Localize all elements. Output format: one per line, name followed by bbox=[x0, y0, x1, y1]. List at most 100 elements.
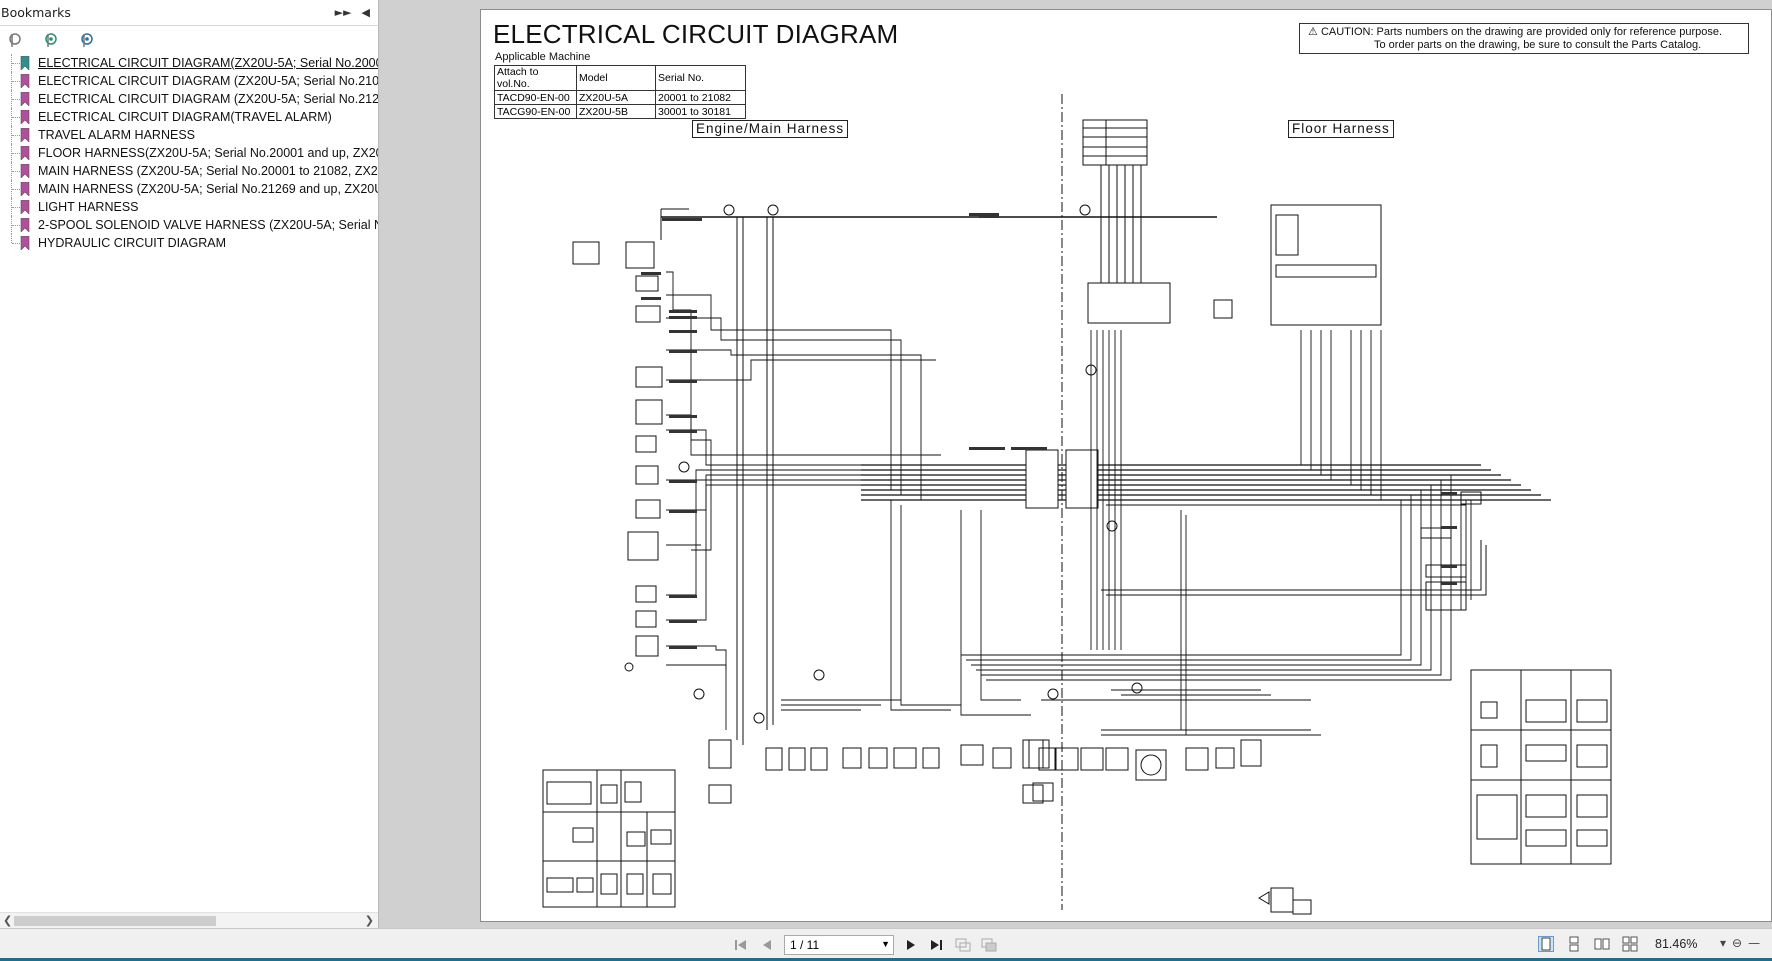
zoom-out-icon[interactable]: ⊖ bbox=[1732, 936, 1743, 950]
bookmark-label: ELECTRICAL CIRCUIT DIAGRAM(TRAVEL ALARM) bbox=[38, 110, 332, 124]
tree-connector bbox=[11, 126, 23, 144]
tree-connector bbox=[11, 72, 23, 90]
scroll-left-icon[interactable]: ❮ bbox=[3, 914, 13, 927]
table-row: TACG90-EN-00 ZX20U-5B 30001 to 30181 bbox=[494, 104, 746, 119]
bookmark-item[interactable]: TRAVEL ALARM HARNESS bbox=[0, 126, 378, 144]
page-number-display: 1 / 11 bbox=[790, 938, 820, 952]
taskbar-edge bbox=[0, 958, 1772, 961]
bookmark-icon bbox=[20, 146, 30, 160]
bookmarks-header: Bookmarks ►► ◀ bbox=[0, 0, 378, 26]
bookmark-item[interactable]: HYDRAULIC CIRCUIT DIAGRAM bbox=[0, 234, 378, 252]
continuous-page-icon[interactable] bbox=[1566, 936, 1582, 952]
bookmark-item[interactable]: ELECTRICAL CIRCUIT DIAGRAM (ZX20U-5A; Se… bbox=[0, 72, 378, 90]
collapse-panel-icon[interactable]: ◀ bbox=[361, 6, 370, 19]
bookmark-item[interactable]: ELECTRICAL CIRCUIT DIAGRAM(TRAVEL ALARM) bbox=[0, 108, 378, 126]
bookmark-icon bbox=[20, 182, 30, 196]
table-row: TACD90-EN-00 ZX20U-5A 20001 to 21082 bbox=[494, 90, 746, 105]
next-view-icon[interactable] bbox=[980, 936, 998, 954]
bookmark-item[interactable]: 2-SPOOL SOLENOID VALVE HARNESS (ZX20U-5A… bbox=[0, 216, 378, 234]
next-page-icon[interactable] bbox=[902, 936, 920, 954]
document-viewport[interactable]: ELECTRICAL CIRCUIT DIAGRAM ⚠ CAUTION: Pa… bbox=[381, 0, 1772, 928]
page-layout-buttons bbox=[1538, 936, 1638, 952]
engine-main-harness-label: Engine/Main Harness bbox=[692, 120, 849, 138]
bookmark-item[interactable]: ELECTRICAL CIRCUIT DIAGRAM(ZX20U-5A; Ser… bbox=[0, 54, 378, 72]
continuous-facing-icon[interactable] bbox=[1622, 936, 1638, 952]
table-cell: 30001 to 30181 bbox=[655, 104, 746, 119]
pdf-page: ELECTRICAL CIRCUIT DIAGRAM ⚠ CAUTION: Pa… bbox=[480, 9, 1772, 922]
table-cell: 20001 to 21082 bbox=[655, 90, 746, 105]
serial-table: Attach to vol.No. Model Serial No. TACD9… bbox=[494, 65, 746, 119]
switch-table bbox=[1082, 119, 1148, 166]
bookmarks-panel: Bookmarks ►► ◀ ELECTRICAL CIRCUIT DIAGRA… bbox=[0, 0, 379, 928]
scroll-right-icon[interactable]: ❯ bbox=[364, 914, 374, 927]
expand-bookmarks-icon[interactable] bbox=[44, 32, 60, 48]
page-navigation: 1 / 11 ▼ bbox=[732, 935, 998, 955]
tree-connector bbox=[11, 216, 23, 234]
tree-connector bbox=[11, 180, 23, 198]
table-header-row: Attach to vol.No. Model Serial No. bbox=[494, 65, 746, 91]
caution-box: ⚠ CAUTION: Parts numbers on the drawing … bbox=[1299, 23, 1749, 54]
table-header: Serial No. bbox=[655, 65, 746, 91]
caution-line-1: CAUTION: Parts numbers on the drawing ar… bbox=[1320, 26, 1723, 38]
facing-pages-icon[interactable] bbox=[1594, 936, 1610, 952]
bookmark-label: TRAVEL ALARM HARNESS bbox=[38, 128, 195, 142]
panel-splitter[interactable] bbox=[379, 0, 381, 928]
zoom-slider-icon[interactable]: — bbox=[1748, 936, 1761, 950]
tree-connector bbox=[11, 144, 23, 162]
expand-panel-icon[interactable]: ►► bbox=[334, 6, 352, 19]
bottom-toolbar: 1 / 11 ▼ 81.46% ▾ ⊖ — bbox=[0, 928, 1772, 961]
zoom-dropdown-icon[interactable]: ▾ bbox=[1720, 936, 1727, 950]
bookmark-icon bbox=[20, 92, 30, 106]
bookmark-label: ELECTRICAL CIRCUIT DIAGRAM(ZX20U-5A; Ser… bbox=[38, 56, 378, 70]
first-page-icon[interactable] bbox=[732, 936, 750, 954]
bookmark-item[interactable]: MAIN HARNESS (ZX20U-5A; Serial No.21269 … bbox=[0, 180, 378, 198]
bookmarks-title: Bookmarks bbox=[1, 5, 71, 20]
zoom-controls: ▾ ⊖ — bbox=[1720, 936, 1760, 950]
tree-connector bbox=[11, 54, 23, 72]
page-number-field[interactable]: 1 / 11 ▼ bbox=[784, 935, 894, 955]
scroll-thumb[interactable] bbox=[14, 916, 216, 926]
bookmark-label: FLOOR HARNESS(ZX20U-5A; Serial No.20001 … bbox=[38, 146, 378, 160]
bookmark-item[interactable]: ELECTRICAL CIRCUIT DIAGRAM (ZX20U-5A; Se… bbox=[0, 90, 378, 108]
bookmark-icon bbox=[20, 56, 30, 70]
chevron-down-icon[interactable]: ▼ bbox=[881, 939, 890, 949]
single-page-icon[interactable] bbox=[1538, 936, 1554, 952]
bookmark-options-icon[interactable] bbox=[8, 32, 24, 48]
previous-page-icon[interactable] bbox=[758, 936, 776, 954]
bookmark-item[interactable]: MAIN HARNESS (ZX20U-5A; Serial No.20001 … bbox=[0, 162, 378, 180]
tree-connector bbox=[11, 108, 23, 126]
previous-view-icon[interactable] bbox=[954, 936, 972, 954]
tree-connector bbox=[11, 90, 23, 108]
bookmarks-toolbar bbox=[0, 26, 378, 53]
wire-label-hatching bbox=[641, 213, 1457, 649]
bookmark-label: MAIN HARNESS (ZX20U-5A; Serial No.20001 … bbox=[38, 164, 378, 178]
warning-icon: ⚠ bbox=[1308, 26, 1318, 38]
bookmark-icon bbox=[20, 110, 30, 124]
last-page-icon[interactable] bbox=[928, 936, 946, 954]
bookmark-item[interactable]: FLOOR HARNESS(ZX20U-5A; Serial No.20001 … bbox=[0, 144, 378, 162]
bookmark-label: MAIN HARNESS (ZX20U-5A; Serial No.21269 … bbox=[38, 182, 378, 196]
bookmark-icon bbox=[20, 74, 30, 88]
bookmark-label: 2-SPOOL SOLENOID VALVE HARNESS (ZX20U-5A… bbox=[38, 218, 378, 232]
monitor-unit bbox=[1270, 204, 1382, 326]
table-header: Model bbox=[576, 65, 656, 91]
tree-connector bbox=[11, 198, 23, 216]
bookmark-label: LIGHT HARNESS bbox=[38, 200, 139, 214]
circuit-diagram bbox=[542, 94, 1612, 915]
bookmark-tree: ELECTRICAL CIRCUIT DIAGRAM(ZX20U-5A; Ser… bbox=[0, 53, 378, 252]
bookmark-icon bbox=[20, 164, 30, 178]
caution-line-2: To order parts on the drawing, be sure t… bbox=[1374, 39, 1702, 51]
bookmark-item[interactable]: LIGHT HARNESS bbox=[0, 198, 378, 216]
bookmarks-hscrollbar[interactable]: ❮ ❯ bbox=[0, 912, 378, 928]
tree-connector bbox=[11, 234, 23, 244]
add-bookmark-icon[interactable] bbox=[80, 32, 96, 48]
bookmark-label: ELECTRICAL CIRCUIT DIAGRAM (ZX20U-5A; Se… bbox=[38, 74, 378, 88]
bookmark-icon bbox=[20, 236, 30, 250]
buzzer bbox=[1213, 299, 1233, 319]
floor-harness-label: Floor Harness bbox=[1288, 120, 1394, 138]
engine-connector-table bbox=[542, 769, 676, 908]
tree-connector bbox=[11, 162, 23, 180]
page-title: ELECTRICAL CIRCUIT DIAGRAM bbox=[493, 19, 899, 49]
zoom-level[interactable]: 81.46% bbox=[1655, 937, 1698, 951]
